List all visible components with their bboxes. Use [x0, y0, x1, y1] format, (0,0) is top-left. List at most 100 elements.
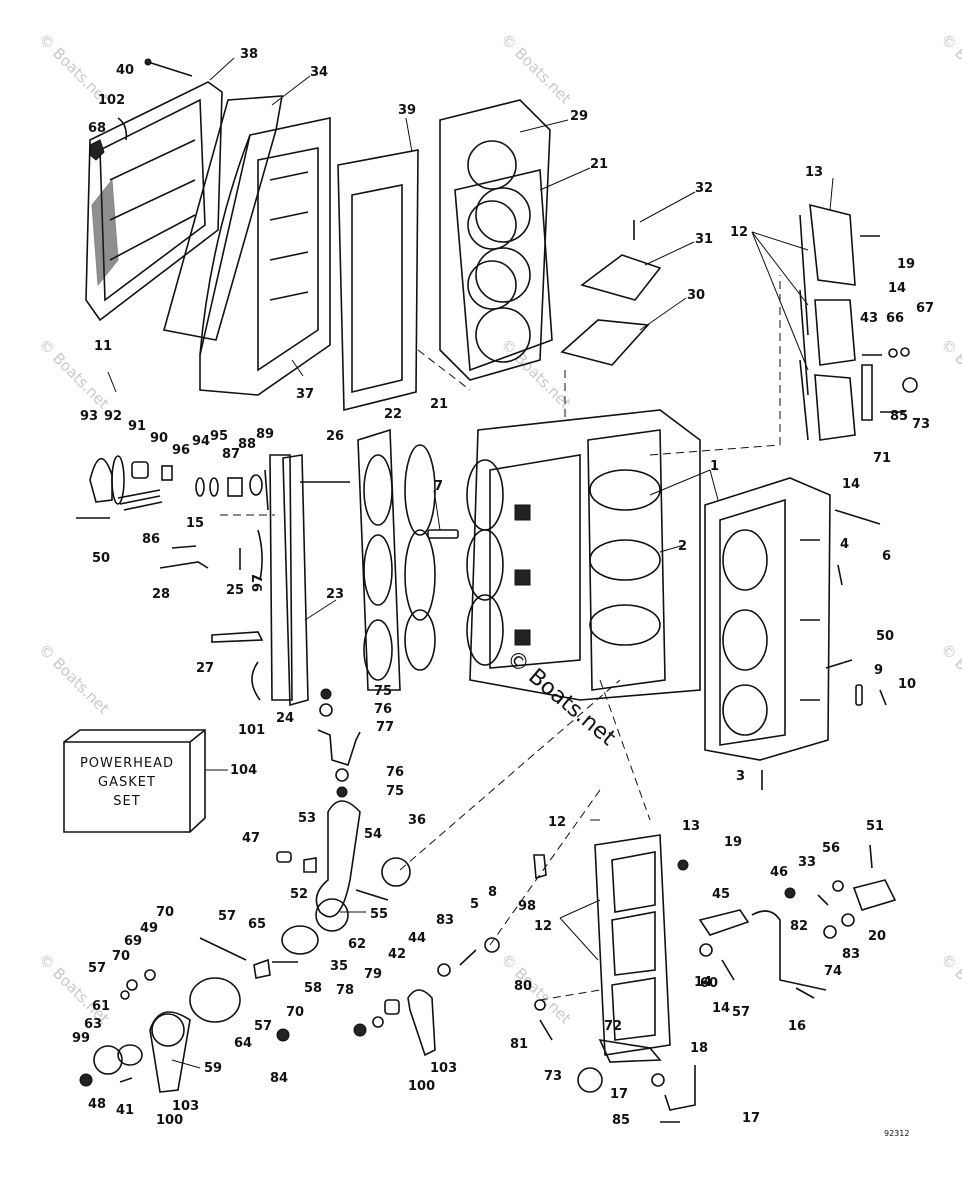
ball-73: [577, 1067, 603, 1093]
callout-labels: 40 38 34 102 68 39 29 21 32 31 30 13 12 …: [72, 47, 934, 1138]
callout-9: 9: [874, 663, 883, 678]
thermostat-group: [89, 455, 269, 511]
callout-30: 30: [687, 288, 705, 303]
cylinder-block-1: [466, 409, 701, 701]
callout-54: 54: [364, 827, 382, 842]
callout-96: 96: [172, 443, 190, 458]
gasket-set-line1: POWERHEAD: [80, 756, 174, 771]
gasket-24: [269, 454, 293, 701]
clip-58: [253, 958, 271, 979]
callout-17a: 17: [610, 1087, 628, 1102]
watermark: © Boats.net: [937, 30, 962, 108]
bracket-72: [598, 1038, 662, 1063]
callout-79: 79: [364, 967, 382, 982]
connecting-rod-59: [149, 1011, 191, 1093]
watermark: © Boats.net: [937, 950, 962, 1028]
washer-70: [144, 969, 156, 981]
callout-27: 27: [196, 661, 214, 676]
gasket-30: [560, 319, 650, 366]
callout-38: 38: [240, 47, 258, 62]
callout-81: 81: [510, 1037, 528, 1052]
callout-91: 91: [128, 419, 146, 434]
bearing-64: [189, 977, 241, 1023]
nut-78: [353, 1023, 367, 1037]
callout-94: 94: [192, 434, 210, 449]
washer-69: [126, 979, 138, 991]
callout-7: 7: [434, 479, 443, 494]
callout-34: 34: [310, 65, 328, 80]
bushing-76: [319, 703, 333, 717]
screw-51: [869, 844, 873, 869]
wire-18: [664, 1065, 696, 1111]
nut-46: [784, 887, 796, 899]
pin-15: [171, 545, 197, 549]
gasket-set-line3: SET: [113, 794, 140, 809]
callout-92: 92: [104, 409, 122, 424]
screw-48: [119, 1077, 133, 1083]
nut-84: [276, 1028, 290, 1042]
callout-23: 23: [326, 587, 344, 602]
watermark: © Boats.net: [937, 335, 962, 413]
callout-60: 60: [700, 976, 718, 991]
callout-73: 73: [912, 417, 930, 432]
gasket-set-line2: GASKET: [98, 775, 156, 790]
callout-21b: 21: [430, 397, 448, 412]
callout-43: 43: [860, 311, 878, 326]
bearing-62: [281, 925, 319, 955]
callout-10: 10: [898, 677, 916, 692]
callout-15: 15: [186, 516, 204, 531]
screw-5: [459, 949, 477, 966]
callout-88: 88: [238, 437, 256, 452]
pin-65: [199, 937, 247, 961]
callout-70c: 70: [286, 1005, 304, 1020]
callout-36: 36: [408, 813, 426, 828]
callout-50r: 50: [876, 629, 894, 644]
screw-33: [817, 894, 829, 906]
nut-83: [437, 963, 451, 977]
screw-50-right: [825, 659, 853, 669]
head-gasket-21: [454, 169, 553, 372]
callout-78: 78: [336, 983, 354, 998]
callout-104: 104: [230, 763, 257, 778]
callout-85b: 85: [612, 1113, 630, 1128]
callout-50l: 50: [92, 551, 110, 566]
leader-lines: [107, 57, 834, 1069]
washer-79: [372, 1016, 384, 1028]
washer-57: [120, 990, 130, 1000]
gasket-23: [282, 454, 309, 707]
callout-4: 4: [840, 537, 849, 552]
callout-20: 20: [868, 929, 886, 944]
callout-12: 12: [730, 225, 748, 240]
callout-59: 59: [204, 1061, 222, 1076]
callout-37: 37: [296, 387, 314, 402]
callout-101: 101: [238, 723, 265, 738]
crankcase-half-1: [704, 477, 831, 761]
callout-64: 64: [234, 1036, 252, 1051]
callout-98: 98: [518, 899, 536, 914]
alignment-lines: [220, 275, 781, 1001]
callout-56: 56: [822, 841, 840, 856]
callout-28: 28: [152, 587, 170, 602]
callout-2: 2: [678, 539, 687, 554]
exhaust-gasket-34: [162, 95, 283, 341]
watermark: © Boats.net: [35, 640, 113, 718]
callout-32: 32: [695, 181, 713, 196]
callout-84: 84: [270, 1071, 288, 1086]
callout-62: 62: [348, 937, 366, 952]
callout-8: 8: [488, 885, 497, 900]
callout-5: 5: [470, 897, 479, 912]
callout-87: 87: [222, 447, 240, 462]
fitting-68: [89, 139, 105, 161]
washer-66: [888, 348, 898, 358]
callout-31: 31: [695, 232, 713, 247]
powerhead-gasket-set-box: POWERHEAD GASKET SET: [63, 729, 206, 833]
cover-gasket-21: [404, 444, 436, 671]
nut-75b: [336, 786, 348, 798]
callout-65: 65: [248, 917, 266, 932]
callout-42: 42: [388, 947, 406, 962]
bushing-42: [384, 999, 400, 1015]
callout-57b: 57: [88, 961, 106, 976]
callout-46: 46: [770, 865, 788, 880]
bracket-71: [861, 364, 873, 421]
